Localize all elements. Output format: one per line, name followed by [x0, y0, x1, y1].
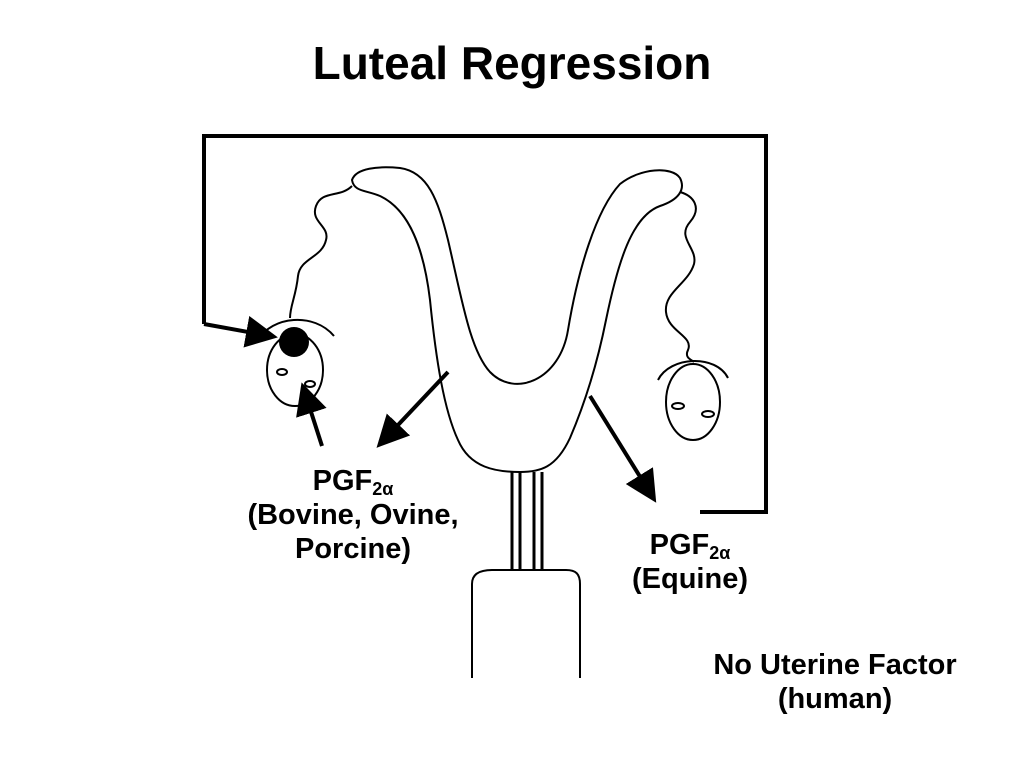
- left-oviduct: [289, 185, 353, 319]
- uterus-pgf-right-arrow: [588, 394, 657, 503]
- human-note-line2: (human): [777, 683, 893, 715]
- pgf2a-bovine-ovine-porcine-label: PGF2α (Bovine, Ovine, Porcine): [222, 464, 484, 566]
- ovary-with-corpus-luteum-icon: [257, 318, 335, 407]
- human-note-line1: No Uterine Factor: [713, 649, 957, 681]
- ovary-icon: [657, 360, 729, 441]
- species-equine: (Equine): [632, 563, 748, 595]
- vagina-icon: [471, 569, 581, 678]
- uterus-icon: [350, 166, 683, 474]
- species-line2: Porcine): [294, 533, 412, 565]
- cervix-icon: [510, 472, 544, 570]
- systemic-to-ovary-arrow: [203, 315, 278, 348]
- local-pgf-to-ovary-arrow: [296, 382, 327, 447]
- pgf2a-equine-label: PGF2α (Equine): [600, 528, 780, 596]
- systemic-loop-line: [202, 134, 768, 514]
- pgf2a-label-right: PGF2α: [649, 529, 731, 563]
- right-oviduct: [664, 191, 697, 363]
- pgf2a-label-left: PGF2α: [312, 465, 394, 499]
- human-note: No Uterine Factor (human): [690, 648, 980, 716]
- species-line1: (Bovine, Ovine,: [247, 499, 459, 531]
- slide-title: Luteal Regression: [312, 37, 712, 89]
- uterus-pgf-left-arrow: [376, 370, 450, 448]
